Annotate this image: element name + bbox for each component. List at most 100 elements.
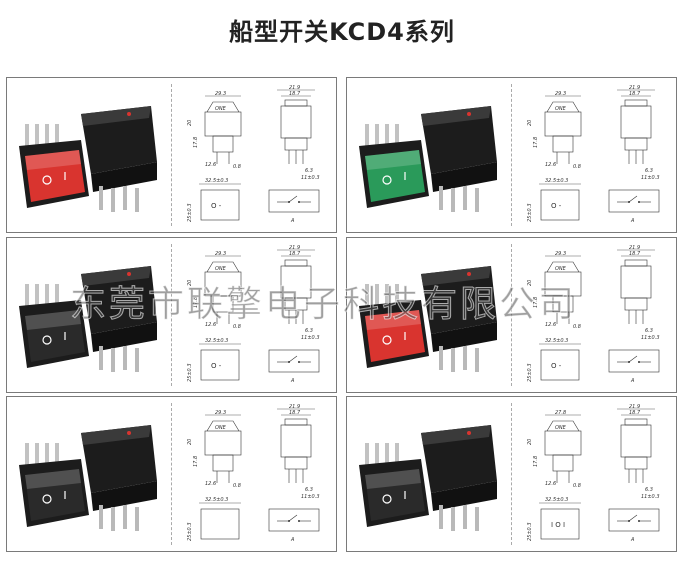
- dimension-label: 0.8: [233, 324, 241, 330]
- dimension-label: 11±0.3: [641, 494, 660, 500]
- circuit-diagram: A: [608, 189, 660, 224]
- dimension-label: 11±0.3: [301, 175, 320, 181]
- page-title: 船型开关KCD4系列: [229, 18, 455, 46]
- front-switch-image: [359, 124, 429, 208]
- front-switch-image: [359, 443, 429, 527]
- dimension-label: 29.3: [215, 410, 226, 416]
- dimension-label: 32.5±0.3: [545, 338, 568, 344]
- dimension-label: 21.9: [289, 245, 300, 251]
- dimension-label: 17.8: [533, 137, 539, 148]
- dimension-label: 27.8: [555, 410, 566, 416]
- dimension-label: 17.8: [193, 456, 199, 467]
- circuit-diagram: A: [268, 189, 320, 224]
- front-switch-image: [359, 284, 429, 368]
- switch-symbol: O -: [211, 202, 222, 210]
- dimension-label: 11±0.3: [301, 335, 320, 341]
- dimension-label: A: [630, 218, 635, 224]
- front-view-drawing: 21.918.76.311±0.3: [277, 245, 320, 341]
- rocker-legend-text: ONE: [215, 425, 227, 431]
- dimension-label: 18.7: [289, 91, 301, 97]
- dimension-label: 6.3: [645, 168, 653, 174]
- dimension-label: 18.7: [289, 251, 301, 257]
- dimension-label: 25±0.3: [527, 363, 533, 382]
- dimension-label: 20: [187, 439, 193, 445]
- dimension-label: 18.7: [629, 410, 641, 416]
- rear-switch-image: [81, 425, 157, 531]
- dimension-label: A: [290, 378, 295, 384]
- switch-photo: [359, 106, 497, 212]
- panel-divider: [171, 403, 172, 545]
- dimension-label: 18.7: [629, 91, 641, 97]
- circuit-diagram: A: [608, 508, 660, 543]
- circuit-diagram: A: [268, 349, 320, 384]
- dimension-label: 32.5±0.3: [545, 497, 568, 503]
- dimension-label: 29.3: [555, 91, 566, 97]
- dimension-label: 20: [527, 120, 533, 126]
- front-switch-image: [19, 443, 89, 527]
- dimension-label: 25±0.3: [187, 363, 193, 382]
- dimension-label: 12.6: [545, 322, 556, 328]
- switch-photo: [359, 425, 497, 531]
- dimension-label: 11±0.3: [301, 494, 320, 500]
- dimension-label: 32.5±0.3: [205, 178, 228, 184]
- switch-photo: [359, 266, 497, 372]
- dimension-label: 32.5±0.3: [205, 338, 228, 344]
- rear-switch-image: [81, 266, 157, 372]
- switch-photo: [19, 106, 157, 212]
- dimension-label: 0.8: [573, 164, 581, 170]
- dimension-label: 21.9: [629, 85, 640, 91]
- dimension-label: 18.7: [289, 410, 301, 416]
- dimension-label: 6.3: [645, 328, 653, 334]
- panel-divider: [511, 84, 512, 226]
- dimension-label: 25±0.3: [187, 522, 193, 541]
- dimension-label: 11±0.3: [641, 175, 660, 181]
- front-view-drawing: 21.918.76.311±0.3: [617, 404, 660, 500]
- rear-switch-image: [421, 106, 497, 212]
- panel-divider: [511, 244, 512, 386]
- dimension-label: 18.7: [629, 251, 641, 257]
- dimension-label: 32.5±0.3: [205, 497, 228, 503]
- cutout-drawing: 32.5±0.3 25±0.3 O -: [187, 338, 241, 382]
- dimension-label: 0.8: [573, 483, 581, 489]
- switch-photo: [19, 425, 157, 531]
- rear-switch-image: [81, 106, 157, 212]
- panel-divider: [171, 84, 172, 226]
- switch-photo: [19, 266, 157, 372]
- rear-switch-image: [421, 425, 497, 531]
- dimension-label: 21.9: [629, 245, 640, 251]
- dimension-label: 12.6: [205, 481, 216, 487]
- dimension-label: 20: [527, 439, 533, 445]
- switch-symbol: O -: [211, 362, 222, 370]
- dimension-label: 0.8: [233, 164, 241, 170]
- dimension-label: 11±0.3: [641, 335, 660, 341]
- dimension-label: A: [290, 218, 295, 224]
- dimension-label: 17.8: [193, 137, 199, 148]
- cutout-drawing: 32.5±0.3 25±0.3: [187, 497, 241, 541]
- front-view-drawing: 21.918.76.311±0.3: [277, 85, 320, 181]
- switch-symbol: O -: [551, 362, 562, 370]
- dimension-label: 12.6: [545, 481, 556, 487]
- dimension-label: 21.9: [629, 404, 640, 410]
- circuit-diagram: A: [268, 508, 320, 543]
- dimension-label: A: [630, 537, 635, 543]
- front-view-drawing: 21.918.76.311±0.3: [277, 404, 320, 500]
- front-switch-image: [19, 284, 89, 368]
- dimension-label: 29.3: [215, 91, 226, 97]
- front-view-drawing: 21.918.7 6.311±0.3: [617, 85, 660, 181]
- rocker-legend-text: ONE: [215, 106, 227, 112]
